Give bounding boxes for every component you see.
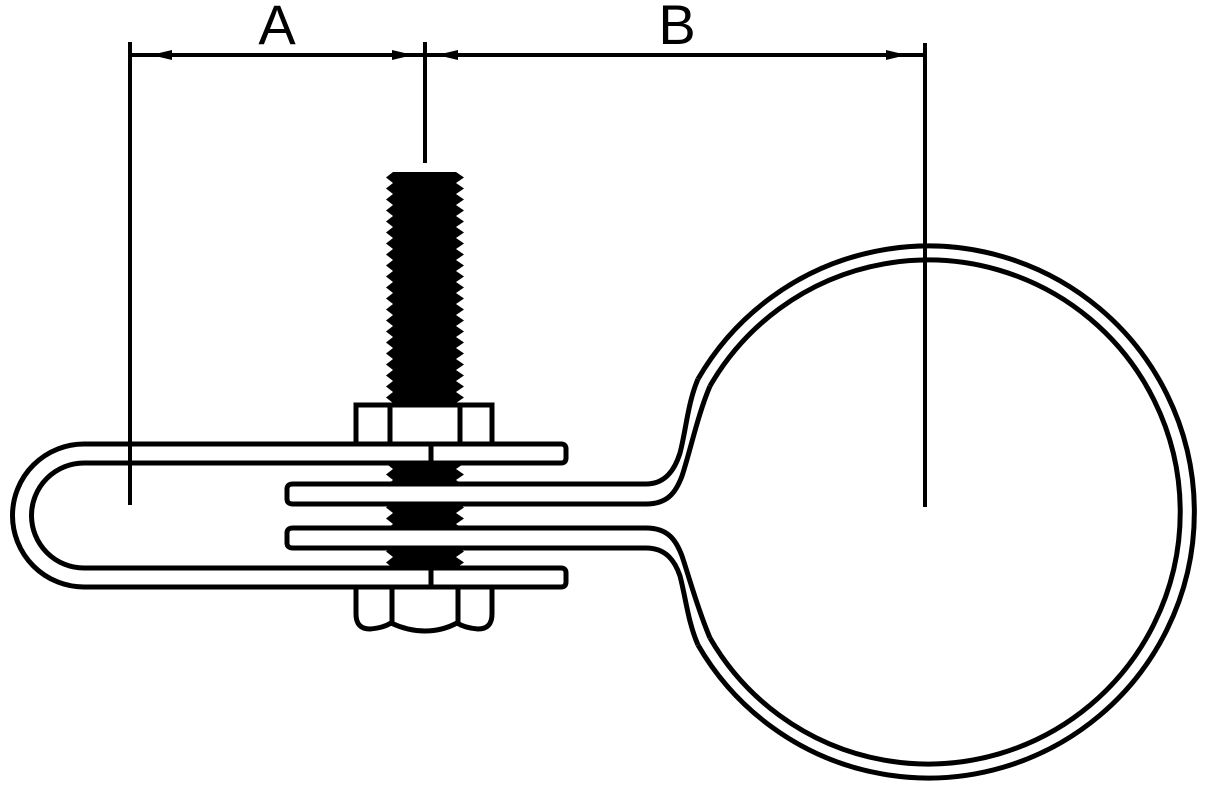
u-loop-band	[10, 441, 569, 590]
dimension-a-label: A	[258, 0, 296, 56]
dimension-b-label: B	[658, 0, 695, 56]
clamp-band-lower-strap	[284, 525, 713, 646]
pipe-ring-outer-arc	[695, 243, 1197, 781]
hex-nut-bottom	[353, 584, 495, 634]
pipe-ring-inner-arc	[707, 257, 1183, 767]
arrowhead-b-left	[437, 50, 458, 60]
arrowhead-a-right	[392, 50, 413, 60]
clamp-band-upper-strap	[284, 378, 713, 507]
hex-nut-top	[353, 402, 495, 447]
arrowhead-b-right	[886, 50, 907, 60]
arrowhead-a-left	[151, 50, 172, 60]
threaded-bolt	[386, 172, 464, 618]
